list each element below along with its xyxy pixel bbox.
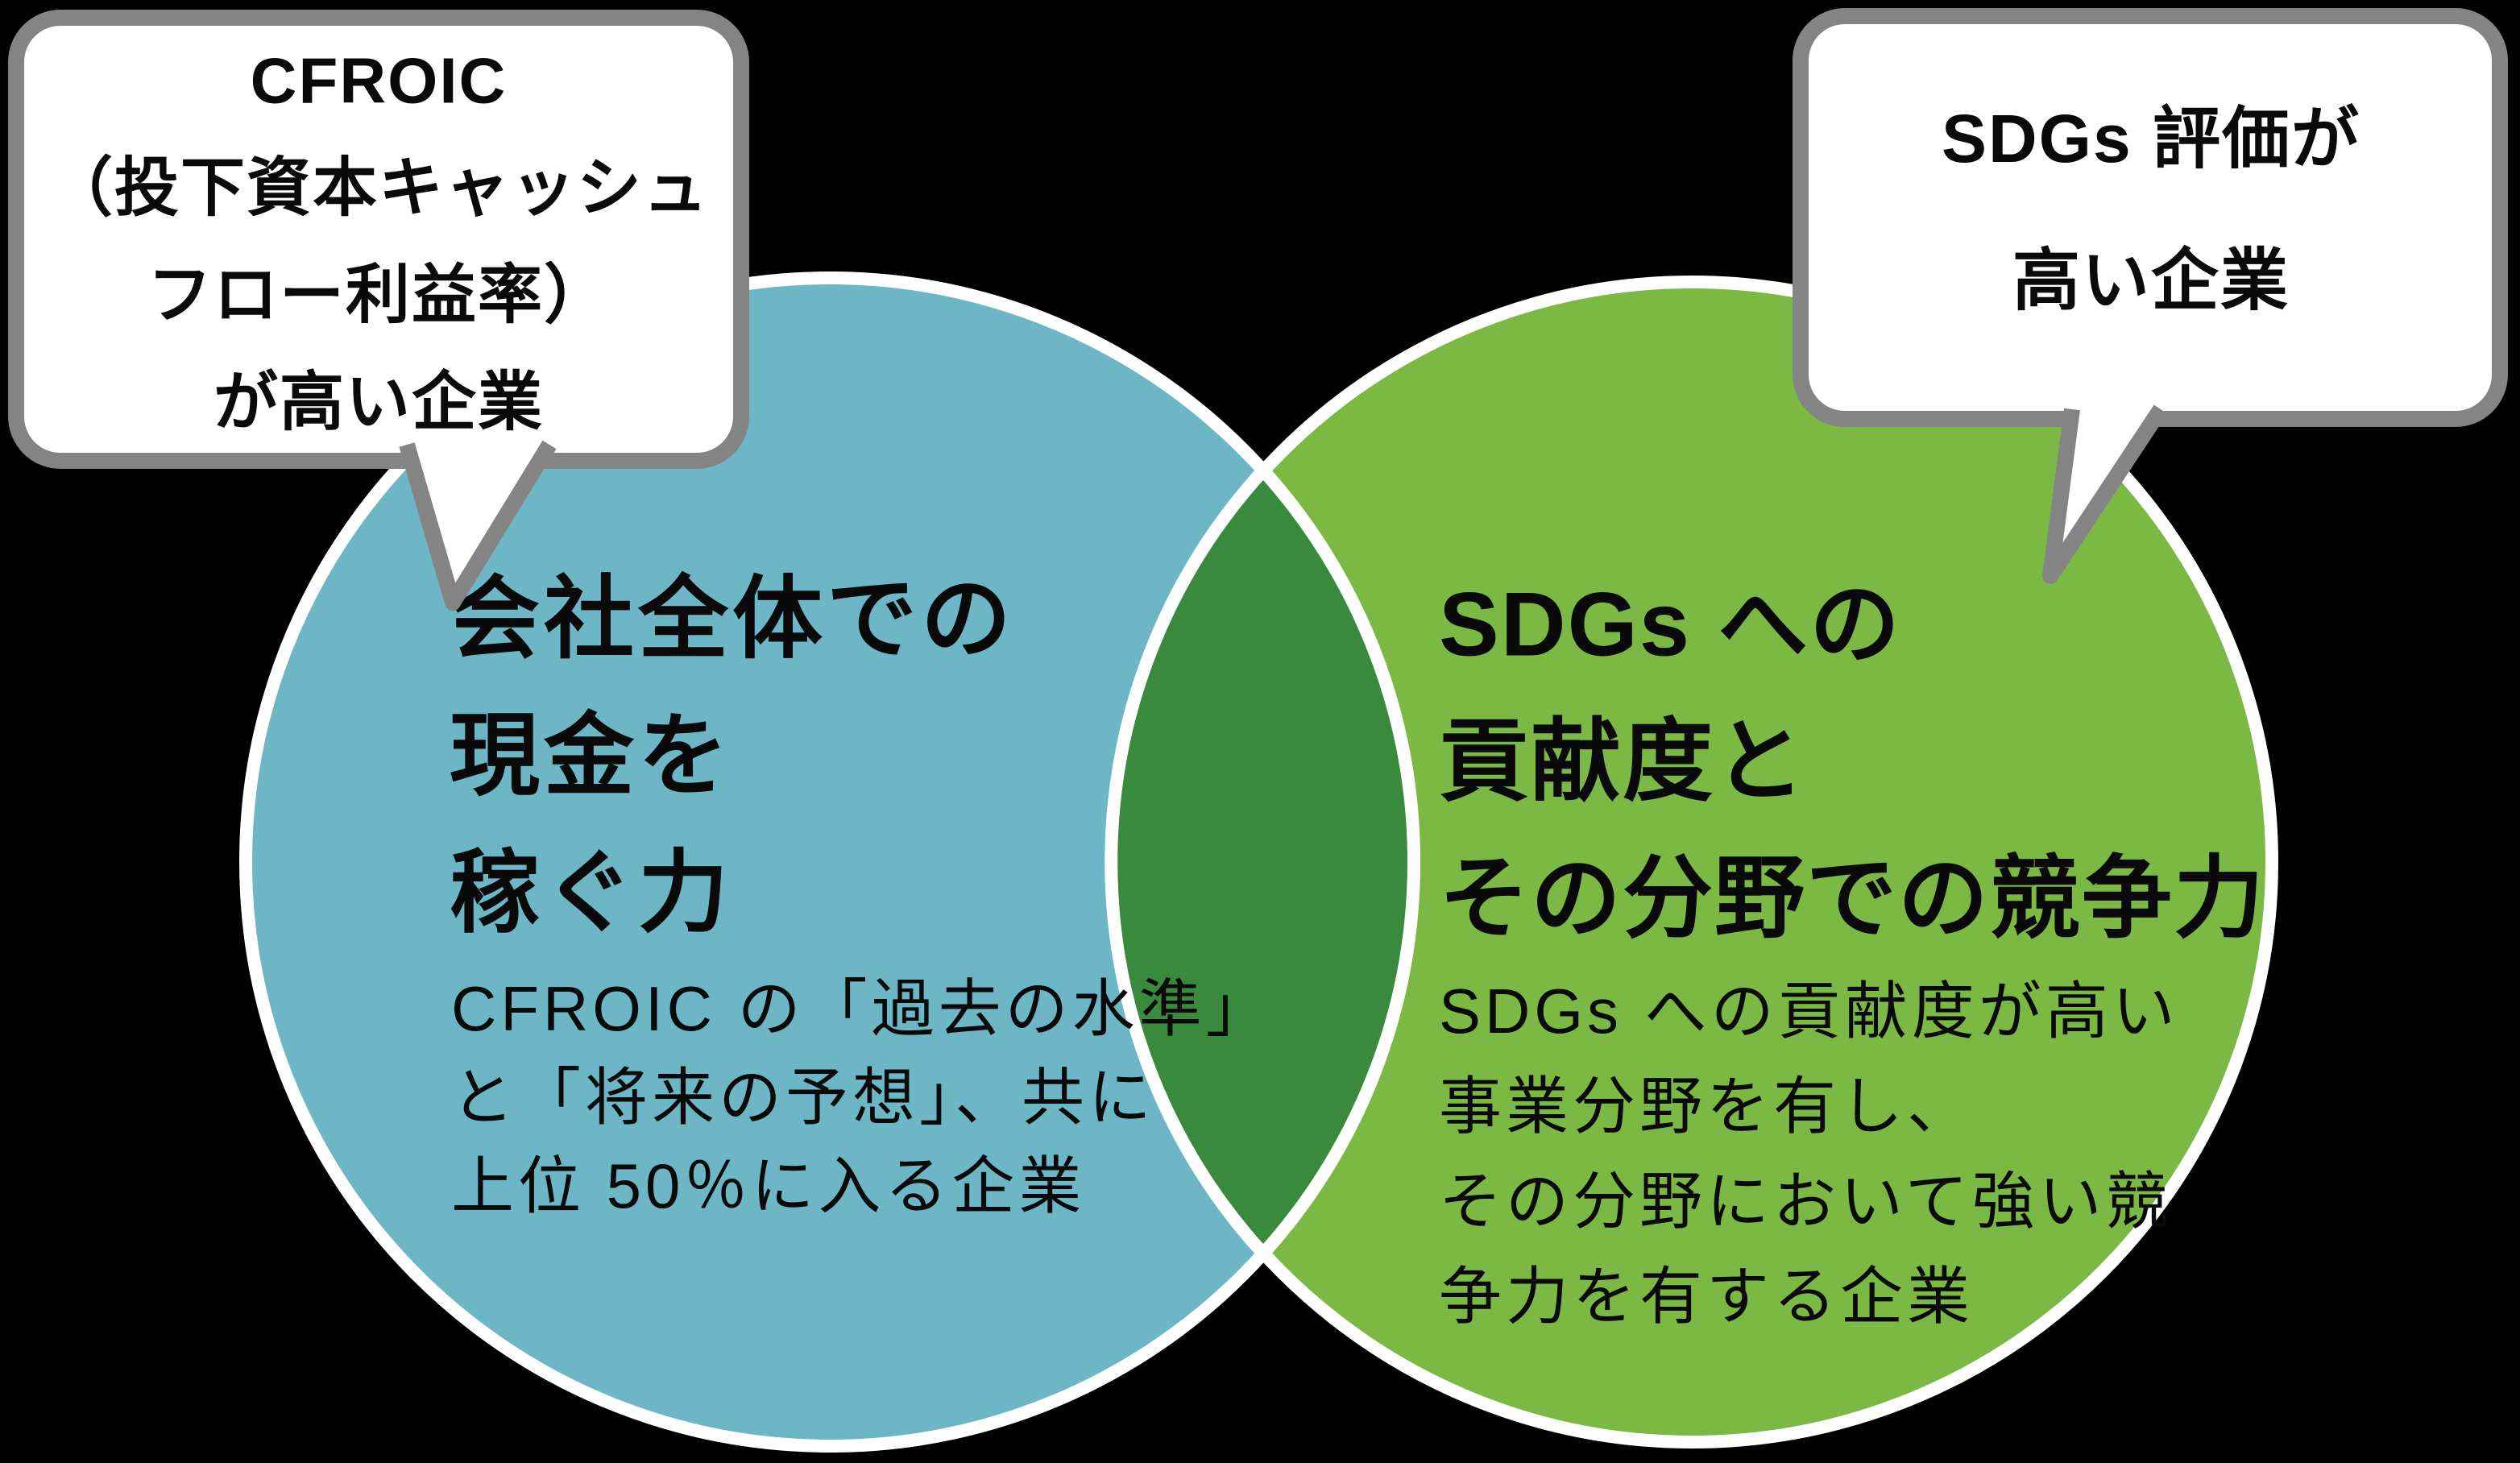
right-callout-tail (2042, 404, 2168, 584)
right-circle-body-line: 争力を有する企業 (1439, 1261, 1974, 1332)
left-circle-body-line: と「将来の予想」、共に (451, 1062, 1155, 1133)
right-circle-heading-line: その分野での競争力 (1439, 848, 2265, 949)
left-callout-line: （投下資本キャッシュ (48, 152, 709, 224)
overlap-lens (1105, 461, 1421, 1263)
left-circle-heading-line: 稼ぐ力 (450, 843, 732, 943)
left-callout-line: フロー利益率） (147, 259, 610, 331)
right-circle-heading-line: SDGs への (1439, 574, 1901, 675)
right-circle-heading-line: 貢献度と (1439, 711, 1806, 812)
left-circle-heading-line: 現金を (450, 706, 732, 806)
left-callout-line: CFROIC (251, 45, 508, 117)
right-callout-line: SDGs 評価が (1942, 101, 2360, 176)
right-callout-line: 高い企業 (2012, 242, 2290, 318)
right-circle-body-line: 事業分野を有し、 (1439, 1071, 1974, 1142)
left-circle-body-line: CFROIC の「過去の水準」 (451, 973, 1273, 1044)
left-callout-line: が高い企業 (213, 367, 544, 438)
right-callout-bubble (1793, 8, 2508, 427)
right-circle-body-line: その分野において強い競 (1439, 1166, 2173, 1237)
left-circle-body-line: 上位 50％に入る企業 (451, 1150, 1085, 1221)
right-circle-body-line: SDGs への貢献度が高い (1439, 976, 2179, 1046)
left-callout-tail (399, 440, 557, 611)
left-callout-bubble (8, 10, 749, 469)
left-circle-heading-line: 会社全体での (450, 569, 1015, 669)
